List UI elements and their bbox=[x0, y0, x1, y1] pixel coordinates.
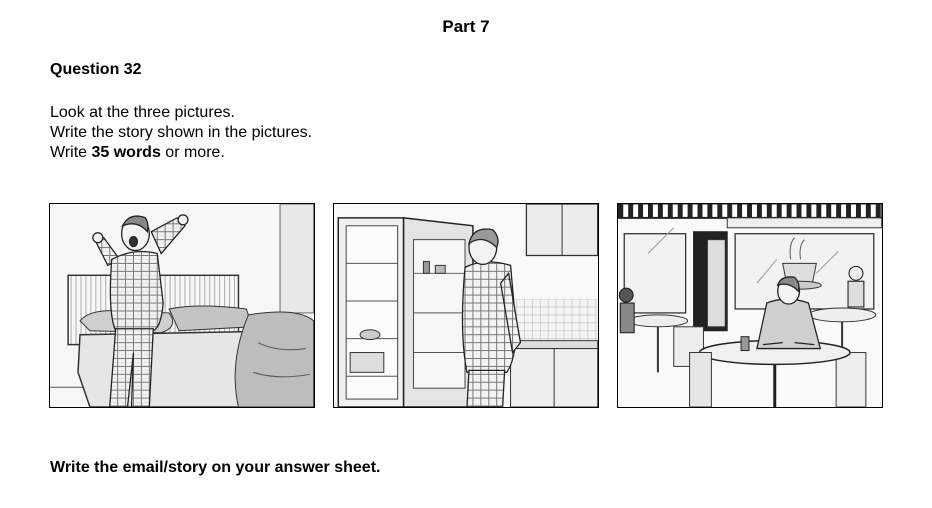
instruction-line-3-suffix: or more. bbox=[160, 144, 225, 161]
picture-cafe bbox=[617, 203, 883, 408]
question-title: Question 32 bbox=[50, 61, 142, 78]
picture-empty-fridge bbox=[333, 203, 599, 408]
instruction-line-3: Write 35 words or more. bbox=[50, 143, 312, 163]
answer-sheet-note: Write the email/story on your answer she… bbox=[50, 459, 381, 476]
instruction-line-1: Look at the three pictures. bbox=[50, 104, 235, 121]
instruction-line-2: Write the story shown in the pictures. bbox=[50, 124, 313, 141]
cafe-illustration bbox=[618, 204, 882, 407]
part-title: Part 7 bbox=[442, 17, 490, 36]
instructions: Look at the three pictures. Write the st… bbox=[50, 103, 312, 163]
kitchen-illustration bbox=[334, 204, 598, 407]
instruction-line-3-prefix: Write bbox=[50, 144, 92, 161]
picture-waking-up bbox=[49, 203, 315, 408]
word-count-bold: 35 words bbox=[91, 144, 161, 161]
bedroom-illustration bbox=[50, 204, 314, 407]
